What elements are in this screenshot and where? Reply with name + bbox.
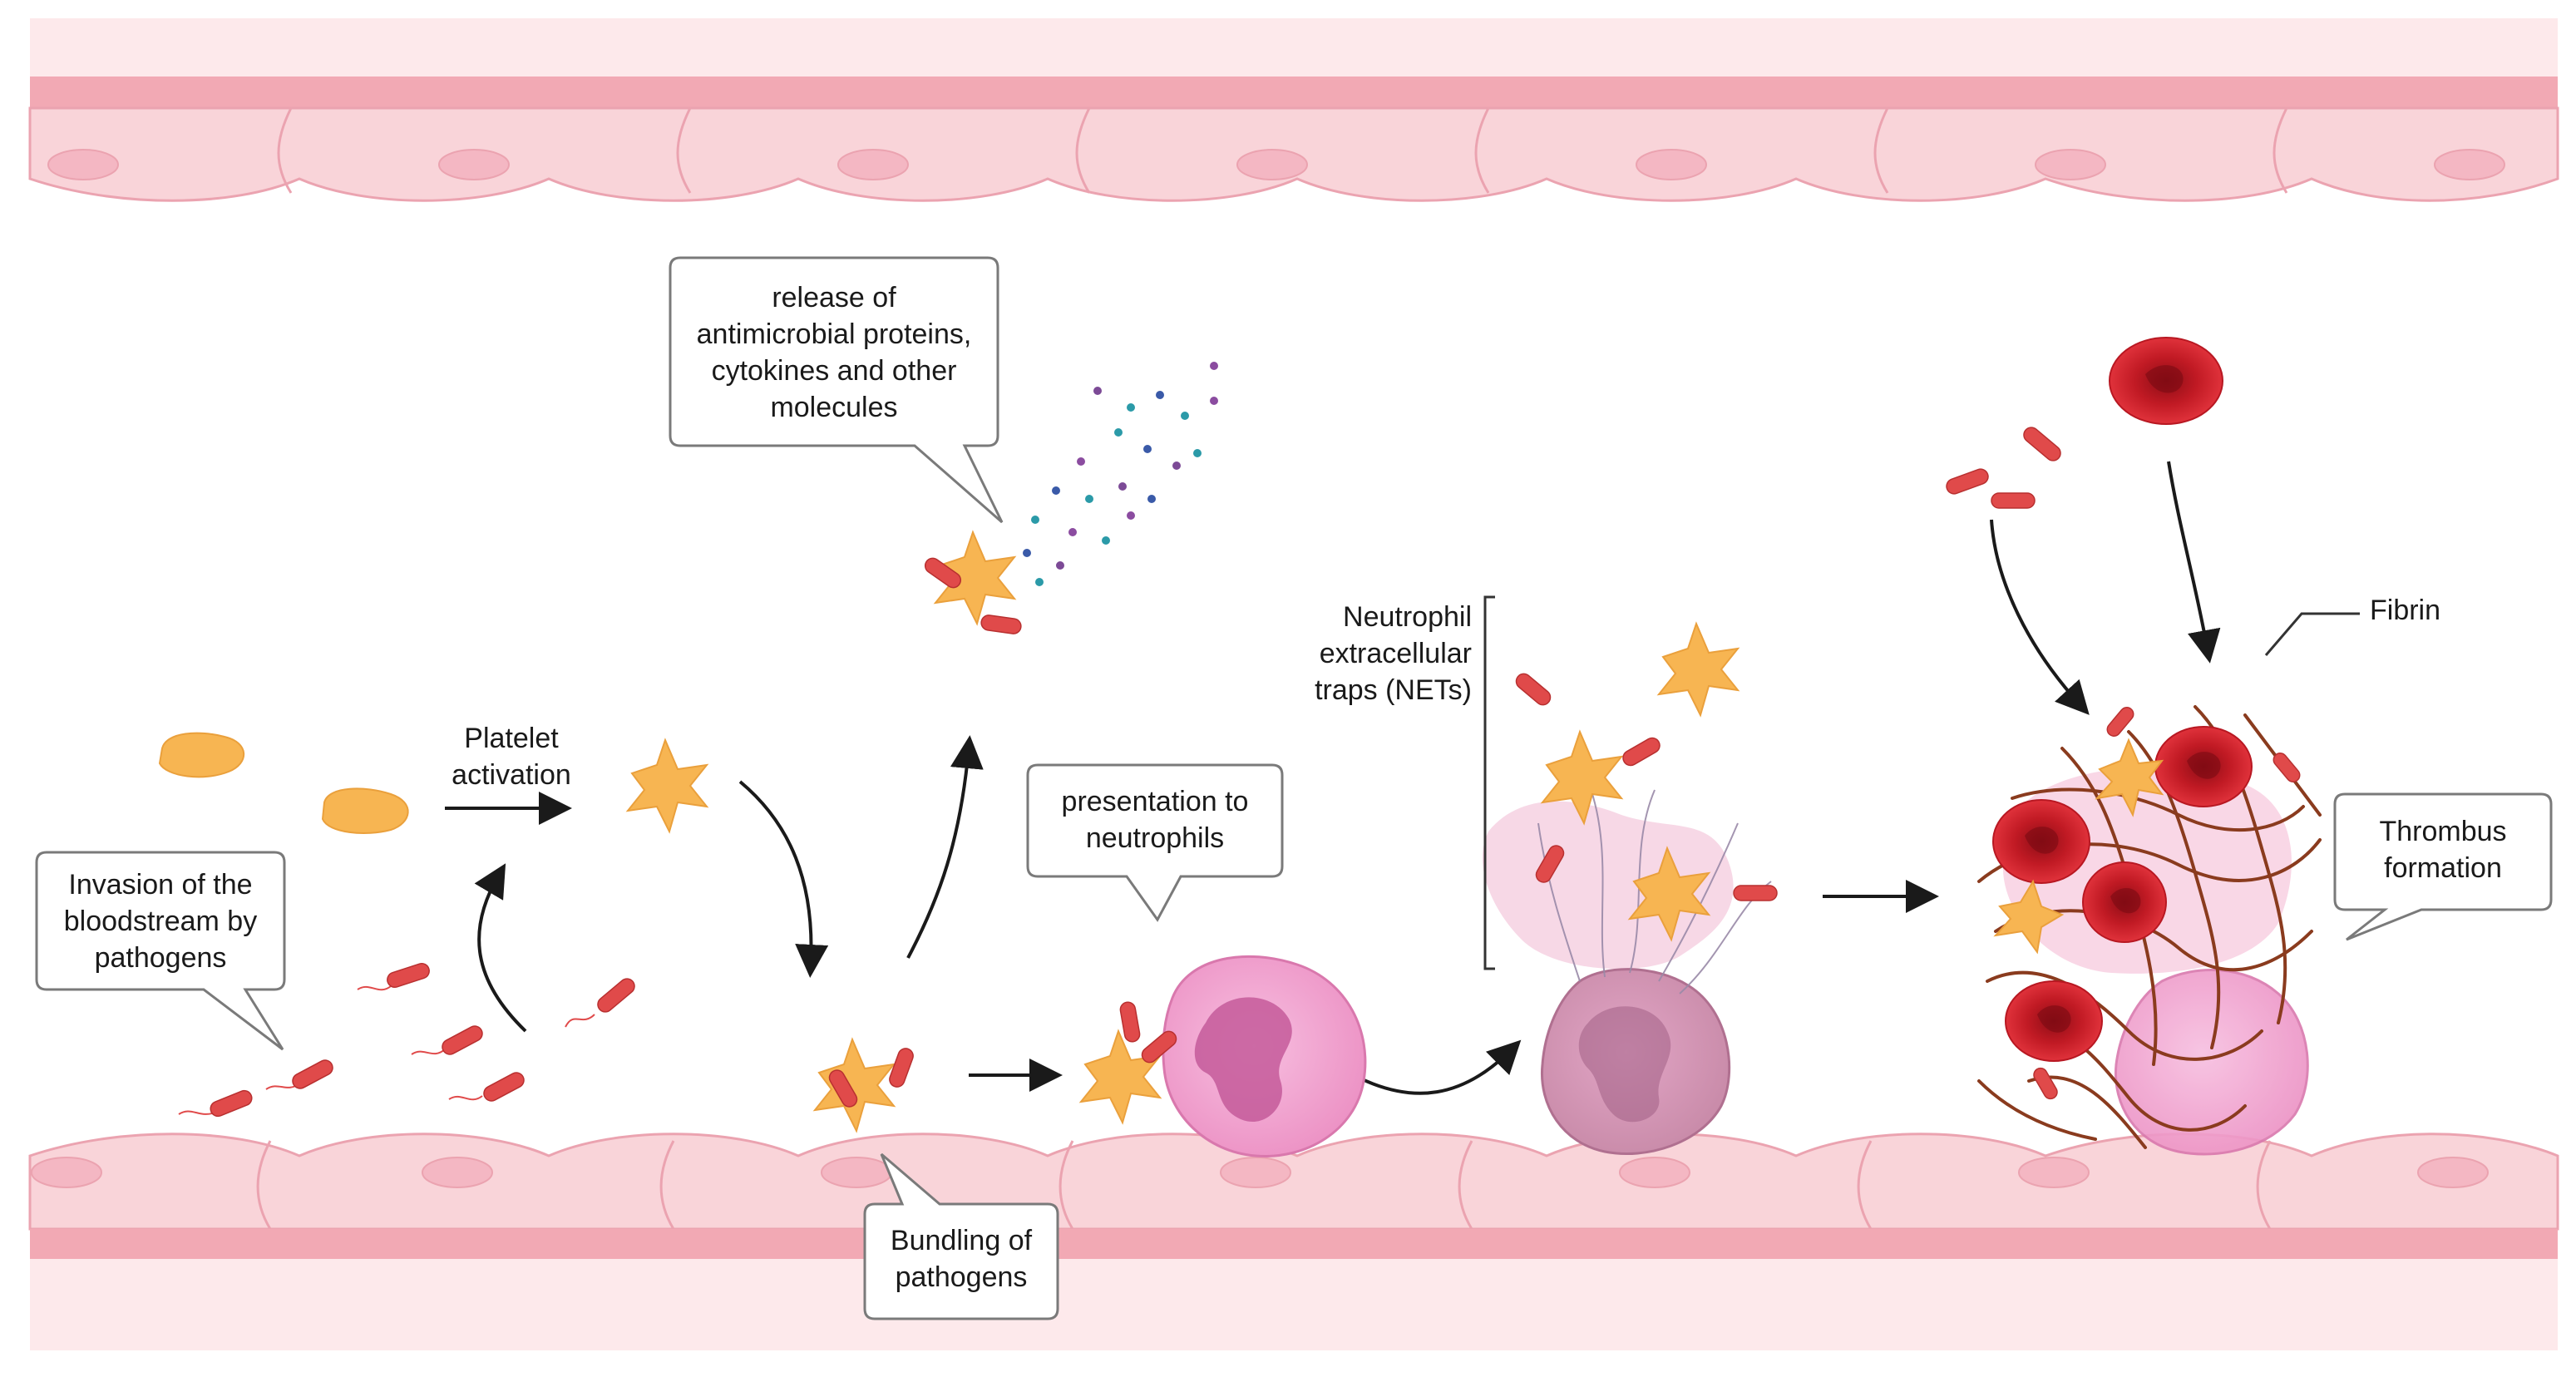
activated-platelet-icon (625, 530, 2164, 1133)
callout-release (669, 256, 1004, 524)
callout-invasion (35, 851, 286, 1051)
vessel-wall-bottom (28, 1133, 2559, 1350)
arrow-up-activation (474, 863, 527, 1033)
label-platelet-activation: Platelet activation (452, 723, 571, 791)
vessel-wall-top (28, 18, 2559, 202)
label-bundling: Bundling of pathogens (890, 1225, 1033, 1293)
nets-bracket (1483, 595, 1495, 970)
label-invasion: Invasion of the bloodstream by pathogens (63, 869, 258, 974)
arrow-to-nets (1353, 1039, 1522, 1095)
neutrophil-icon (1162, 955, 1367, 1157)
callout-thrombus (2333, 792, 2553, 941)
red-blood-cell-icon (2109, 337, 2223, 425)
callout-presentation (1026, 763, 1284, 922)
red-blood-cell-icon (2154, 726, 2253, 807)
platelet-icon (158, 732, 245, 778)
arrow-bacteria-to-thrombus (1990, 519, 2090, 715)
arrow-to-release (906, 735, 984, 959)
label-presentation: presentation to neutrophils (1061, 786, 1249, 854)
arrow-to-bundling (738, 780, 829, 978)
platelet-icon (321, 787, 409, 834)
red-blood-cell-icon (2082, 861, 2167, 943)
molecule-dot-icon (1023, 362, 1218, 586)
fibrin-leader (2264, 612, 2360, 656)
red-blood-cell-icon (2005, 980, 2103, 1062)
label-thrombus: Thrombus formation (2379, 816, 2507, 884)
red-blood-cell-icon (1992, 799, 2090, 884)
net-neutrophil-icon (1482, 781, 1772, 1155)
arrow-rbc-to-thrombus (2167, 461, 2221, 664)
label-release: release of antimicrobial proteins, cytok… (696, 282, 972, 423)
label-nets: Neutrophil extracellular traps (NETs) (1315, 601, 1472, 706)
label-fibrin: Fibrin (2370, 595, 2441, 626)
callout-bundling (863, 1152, 1059, 1320)
bacteria-icon (178, 427, 2301, 1118)
flow-arrows (445, 461, 2221, 1095)
